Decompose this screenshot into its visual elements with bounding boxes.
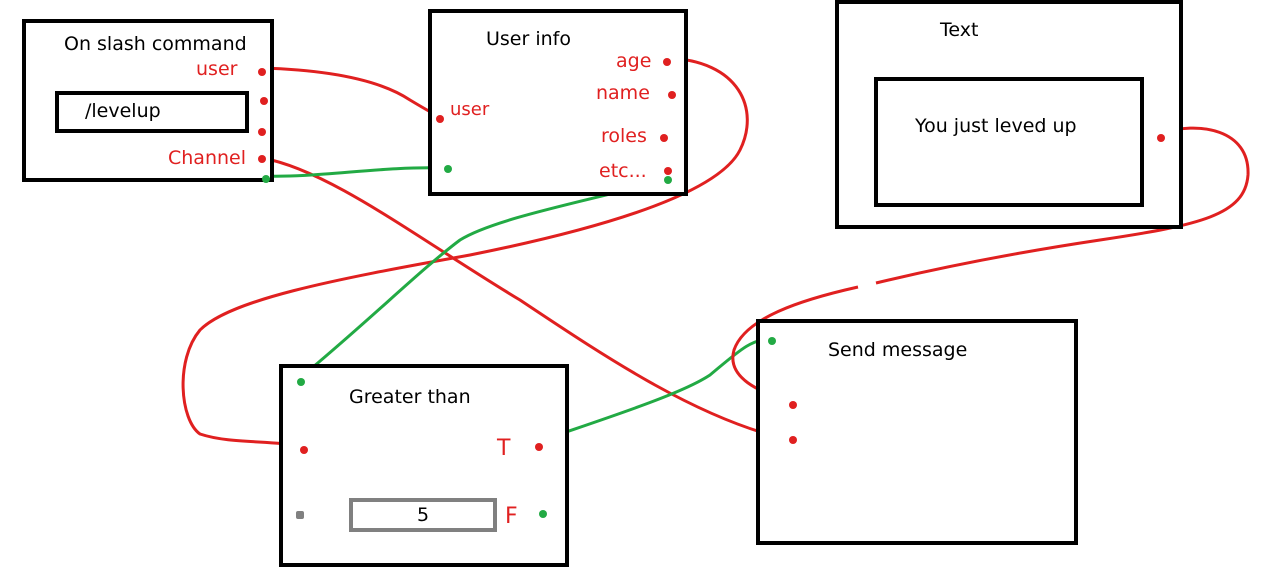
- command-value: /levelup: [85, 100, 161, 122]
- port-exec-in[interactable]: [297, 378, 305, 386]
- port-extra-out-2[interactable]: [258, 128, 266, 136]
- port-channel-in[interactable]: [789, 436, 797, 444]
- node-text[interactable]: Text You just leved up: [835, 0, 1183, 229]
- port-user-in[interactable]: [436, 115, 444, 123]
- wire-user-to-userinfo: [261, 66, 449, 120]
- output-age-label: age: [616, 50, 652, 72]
- node-user-info[interactable]: User info user age name roles etc...: [428, 9, 688, 196]
- compare-value: 5: [416, 504, 430, 526]
- node-greater-than[interactable]: Greater than 5 T F: [279, 364, 569, 567]
- port-etc-out[interactable]: [664, 167, 672, 175]
- port-name-out[interactable]: [668, 91, 676, 99]
- port-user-out[interactable]: [258, 68, 266, 76]
- text-field[interactable]: You just leved up: [874, 77, 1144, 207]
- wire-exec-slash-to-userinfo: [261, 166, 446, 178]
- wire-exec-true-to-send: [536, 336, 773, 444]
- port-exec-in[interactable]: [444, 165, 452, 173]
- output-true-label: T: [497, 436, 511, 461]
- port-exec-out[interactable]: [262, 175, 270, 183]
- node-on-slash-command[interactable]: On slash command user /levelup Channel: [22, 19, 274, 183]
- port-age-out[interactable]: [663, 58, 671, 66]
- port-roles-out[interactable]: [660, 134, 668, 142]
- node-title: Greater than: [349, 386, 471, 408]
- port-value-in[interactable]: [300, 446, 308, 454]
- port-exec-out[interactable]: [664, 176, 672, 184]
- port-extra-out-1[interactable]: [260, 97, 268, 105]
- command-field[interactable]: /levelup: [55, 91, 249, 133]
- port-channel-out[interactable]: [258, 155, 266, 163]
- port-false-out[interactable]: [539, 510, 547, 518]
- port-text-out[interactable]: [1157, 134, 1165, 142]
- output-name-label: name: [596, 82, 650, 104]
- node-send-message[interactable]: Send message: [756, 319, 1078, 545]
- output-user-label: user: [196, 58, 238, 80]
- output-false-label: F: [505, 504, 518, 529]
- port-true-out[interactable]: [535, 443, 543, 451]
- port-message-in[interactable]: [789, 401, 797, 409]
- port-compare-in[interactable]: [296, 511, 304, 519]
- text-value: You just leved up: [915, 115, 1077, 137]
- output-roles-label: roles: [601, 125, 647, 147]
- node-title: Text: [940, 19, 979, 41]
- output-etc-label: etc...: [599, 160, 647, 182]
- node-title: On slash command: [64, 33, 247, 55]
- wire-age-to-greater: [181, 56, 749, 448]
- node-title: Send message: [828, 339, 968, 361]
- node-title: User info: [486, 28, 571, 50]
- port-exec-in[interactable]: [768, 337, 776, 345]
- wire-channel-to-send: [261, 156, 791, 442]
- input-user-label: user: [450, 99, 490, 120]
- compare-value-field[interactable]: 5: [349, 498, 497, 532]
- wire-text-to-send-a: [875, 126, 1250, 285]
- output-channel-label: Channel: [168, 147, 247, 169]
